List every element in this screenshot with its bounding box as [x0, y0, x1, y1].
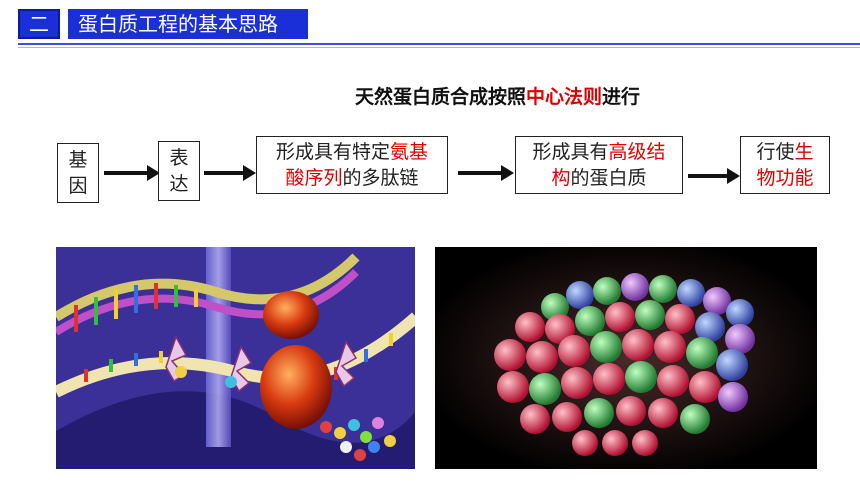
- flow-box-expression-line1: 表: [169, 147, 189, 169]
- slide-title: 蛋白质工程的基本思路: [78, 12, 278, 36]
- header-divider: [18, 43, 860, 45]
- protein-line2-plain: 的蛋白质: [570, 167, 647, 189]
- statement-suffix: 进行: [602, 86, 641, 108]
- translation-illustration-svg: [56, 247, 415, 469]
- flow-box-gene: 基 因: [57, 143, 99, 203]
- flow-box-gene-line1: 基: [68, 149, 88, 171]
- polypeptide-line1-red: 氨基: [390, 141, 429, 163]
- section-number-badge: 二: [18, 9, 60, 39]
- flow-box-expression: 表 达: [158, 141, 200, 201]
- protein-line1-red: 高级结: [608, 141, 666, 163]
- statement-prefix: 天然蛋白质合成按照: [355, 86, 527, 108]
- flow-arrow-1: [104, 165, 160, 181]
- polypeptide-line1-plain: 形成具有特定: [275, 141, 390, 163]
- flow-box-protein: 形成具有高级结 构的蛋白质: [515, 136, 683, 194]
- flow-box-function: 行使生 物功能: [740, 136, 830, 194]
- translation-illustration: [56, 247, 415, 469]
- polypeptide-line2-plain: 的多肽链: [342, 167, 419, 189]
- flow-arrow-3: [458, 165, 514, 181]
- statement-highlight: 中心法则: [526, 86, 603, 108]
- protein-molecule-render: [435, 247, 817, 469]
- flow-arrow-2: [204, 165, 256, 181]
- protein-line2-red: 构: [551, 167, 571, 189]
- central-dogma-statement: 天然蛋白质合成按照中心法则进行: [355, 82, 640, 109]
- flow-box-gene-line2: 因: [68, 175, 88, 197]
- function-line1-red: 生: [794, 141, 814, 163]
- flow-box-expression-line2: 达: [169, 173, 189, 195]
- protein-line1-plain: 形成具有: [532, 141, 609, 163]
- header-divider-thin: [18, 47, 860, 48]
- slide-title-bar: 蛋白质工程的基本思路: [68, 9, 308, 39]
- function-line2-red: 物功能: [756, 167, 814, 189]
- function-line1-plain: 行使: [756, 141, 795, 163]
- flow-arrow-4: [688, 168, 740, 184]
- protein-molecule-svg: [435, 247, 817, 469]
- section-number: 二: [29, 12, 49, 36]
- flow-box-polypeptide: 形成具有特定氨基 酸序列的多肽链: [256, 136, 448, 194]
- polypeptide-line2-red: 酸序列: [285, 167, 343, 189]
